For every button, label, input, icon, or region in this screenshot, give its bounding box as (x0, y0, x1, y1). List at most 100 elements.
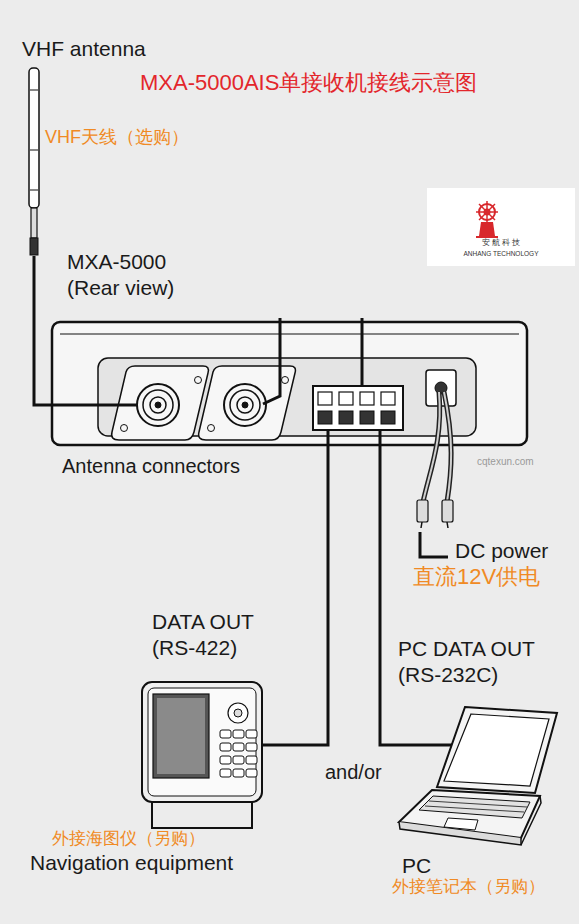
logo-icon (479, 204, 495, 220)
logo-icon (484, 209, 491, 216)
part-label: 直流12V供电 (413, 563, 540, 591)
vhf-antenna: VHF antennaVHF天线（选购） (26, 66, 42, 256)
terminal-block (360, 392, 374, 405)
node-heading: DATA OUT (RS-422) (152, 609, 267, 662)
part-label: Antenna connectors (62, 454, 240, 479)
dc-cable (444, 392, 451, 502)
node-label: 外接海图仪（另购） (52, 828, 205, 849)
antenna-connector (230, 390, 260, 420)
receiver-body (52, 322, 527, 445)
watermark: cqtexun.com (477, 456, 534, 469)
terminal-block (313, 386, 403, 430)
antenna (30, 90, 38, 91)
cable (34, 256, 52, 405)
antenna-connector (208, 425, 215, 432)
antenna-connector (121, 425, 128, 432)
chart-plotter (233, 769, 244, 777)
antenna-connector (237, 397, 253, 413)
laptop (419, 796, 530, 818)
leader-line (420, 532, 448, 557)
chart-plotter (220, 730, 231, 738)
node-label: PC (402, 853, 431, 879)
node-label: VHF天线（选购） (45, 126, 189, 149)
laptop (444, 714, 549, 786)
terminal-block (381, 392, 395, 405)
chart-plotter (246, 756, 257, 764)
dc-plug (417, 500, 453, 528)
node-label: 外接笔记本（另购） (392, 876, 545, 897)
antenna-connector (224, 384, 266, 426)
receiver-body (60, 334, 519, 335)
terminal-block (313, 386, 403, 430)
laptop (429, 801, 527, 807)
dc-plug (417, 500, 428, 522)
logo-icon (476, 201, 498, 238)
terminal-block (360, 411, 374, 424)
chart-plotter (220, 743, 231, 751)
receiver-unit: MXA-5000 (Rear view) (52, 322, 527, 445)
antenna (30, 238, 38, 255)
terminal-block (339, 392, 353, 405)
chart-plotter: DATA OUT (RS-422)外接海图仪（另购）Navigation equ… (140, 680, 262, 830)
chart-plotter (246, 743, 257, 751)
antenna-connector (143, 390, 173, 420)
antenna-connector (195, 377, 202, 384)
wire (379, 430, 382, 445)
leader-line (263, 318, 448, 557)
chart-plotter (233, 756, 244, 764)
chart-plotter (142, 682, 262, 828)
chart-plotter (246, 730, 257, 738)
connector-note: and/or (325, 760, 382, 785)
terminal-block (339, 411, 353, 424)
laptop (437, 707, 557, 793)
wire (398, 744, 452, 747)
leader-line (263, 318, 280, 404)
logo-text: 安 航 科 技 (431, 238, 571, 248)
node-heading: MXA-5000 (Rear view) (67, 249, 197, 302)
cable (380, 445, 398, 745)
laptop (444, 818, 478, 830)
antenna-connector (112, 366, 209, 440)
dc-plug (421, 522, 422, 528)
logo-box (427, 188, 575, 266)
chart-plotter (246, 769, 257, 777)
laptop (425, 806, 524, 812)
diagram-title: MXA-5000AIS单接收机接线示意图 (140, 69, 477, 97)
antenna (29, 68, 39, 255)
terminal-block (381, 411, 395, 424)
laptop-pc: PC DATA OUT (RS-232C)PC外接笔记本（另购） (398, 705, 560, 845)
chart-plotter (157, 698, 205, 774)
chart-plotter (234, 709, 242, 717)
logo-icon (476, 236, 498, 238)
logo-icon (479, 222, 495, 236)
logo-icon (479, 204, 495, 220)
logo-text: ANHANG TECHNOLOGY (431, 250, 571, 258)
dc-cable (423, 392, 440, 502)
chart-plotter (228, 703, 248, 723)
dc-plug (447, 522, 448, 528)
dc-plug (442, 500, 453, 522)
chart-plotter (142, 682, 262, 802)
dc-cable (423, 392, 440, 502)
chart-plotter (148, 688, 256, 796)
antenna-connector (155, 402, 161, 408)
terminal-block (318, 392, 332, 405)
node-heading: VHF antenna (22, 36, 146, 62)
antenna-connector (282, 377, 289, 384)
logo-box (427, 188, 575, 266)
antenna (30, 150, 38, 151)
cable (262, 445, 328, 745)
laptop (399, 707, 557, 845)
antenna (31, 208, 37, 238)
receiver-body (52, 322, 527, 445)
node-label: Navigation equipment (30, 850, 233, 876)
wire (327, 430, 330, 445)
antenna-connector (150, 397, 166, 413)
chart-plotter (220, 756, 231, 764)
leader-line (361, 318, 364, 386)
chart-plotter (153, 694, 209, 778)
part-label: DC power (455, 538, 548, 564)
antenna-connector (242, 402, 248, 408)
antenna (30, 190, 38, 191)
wire (52, 404, 137, 407)
